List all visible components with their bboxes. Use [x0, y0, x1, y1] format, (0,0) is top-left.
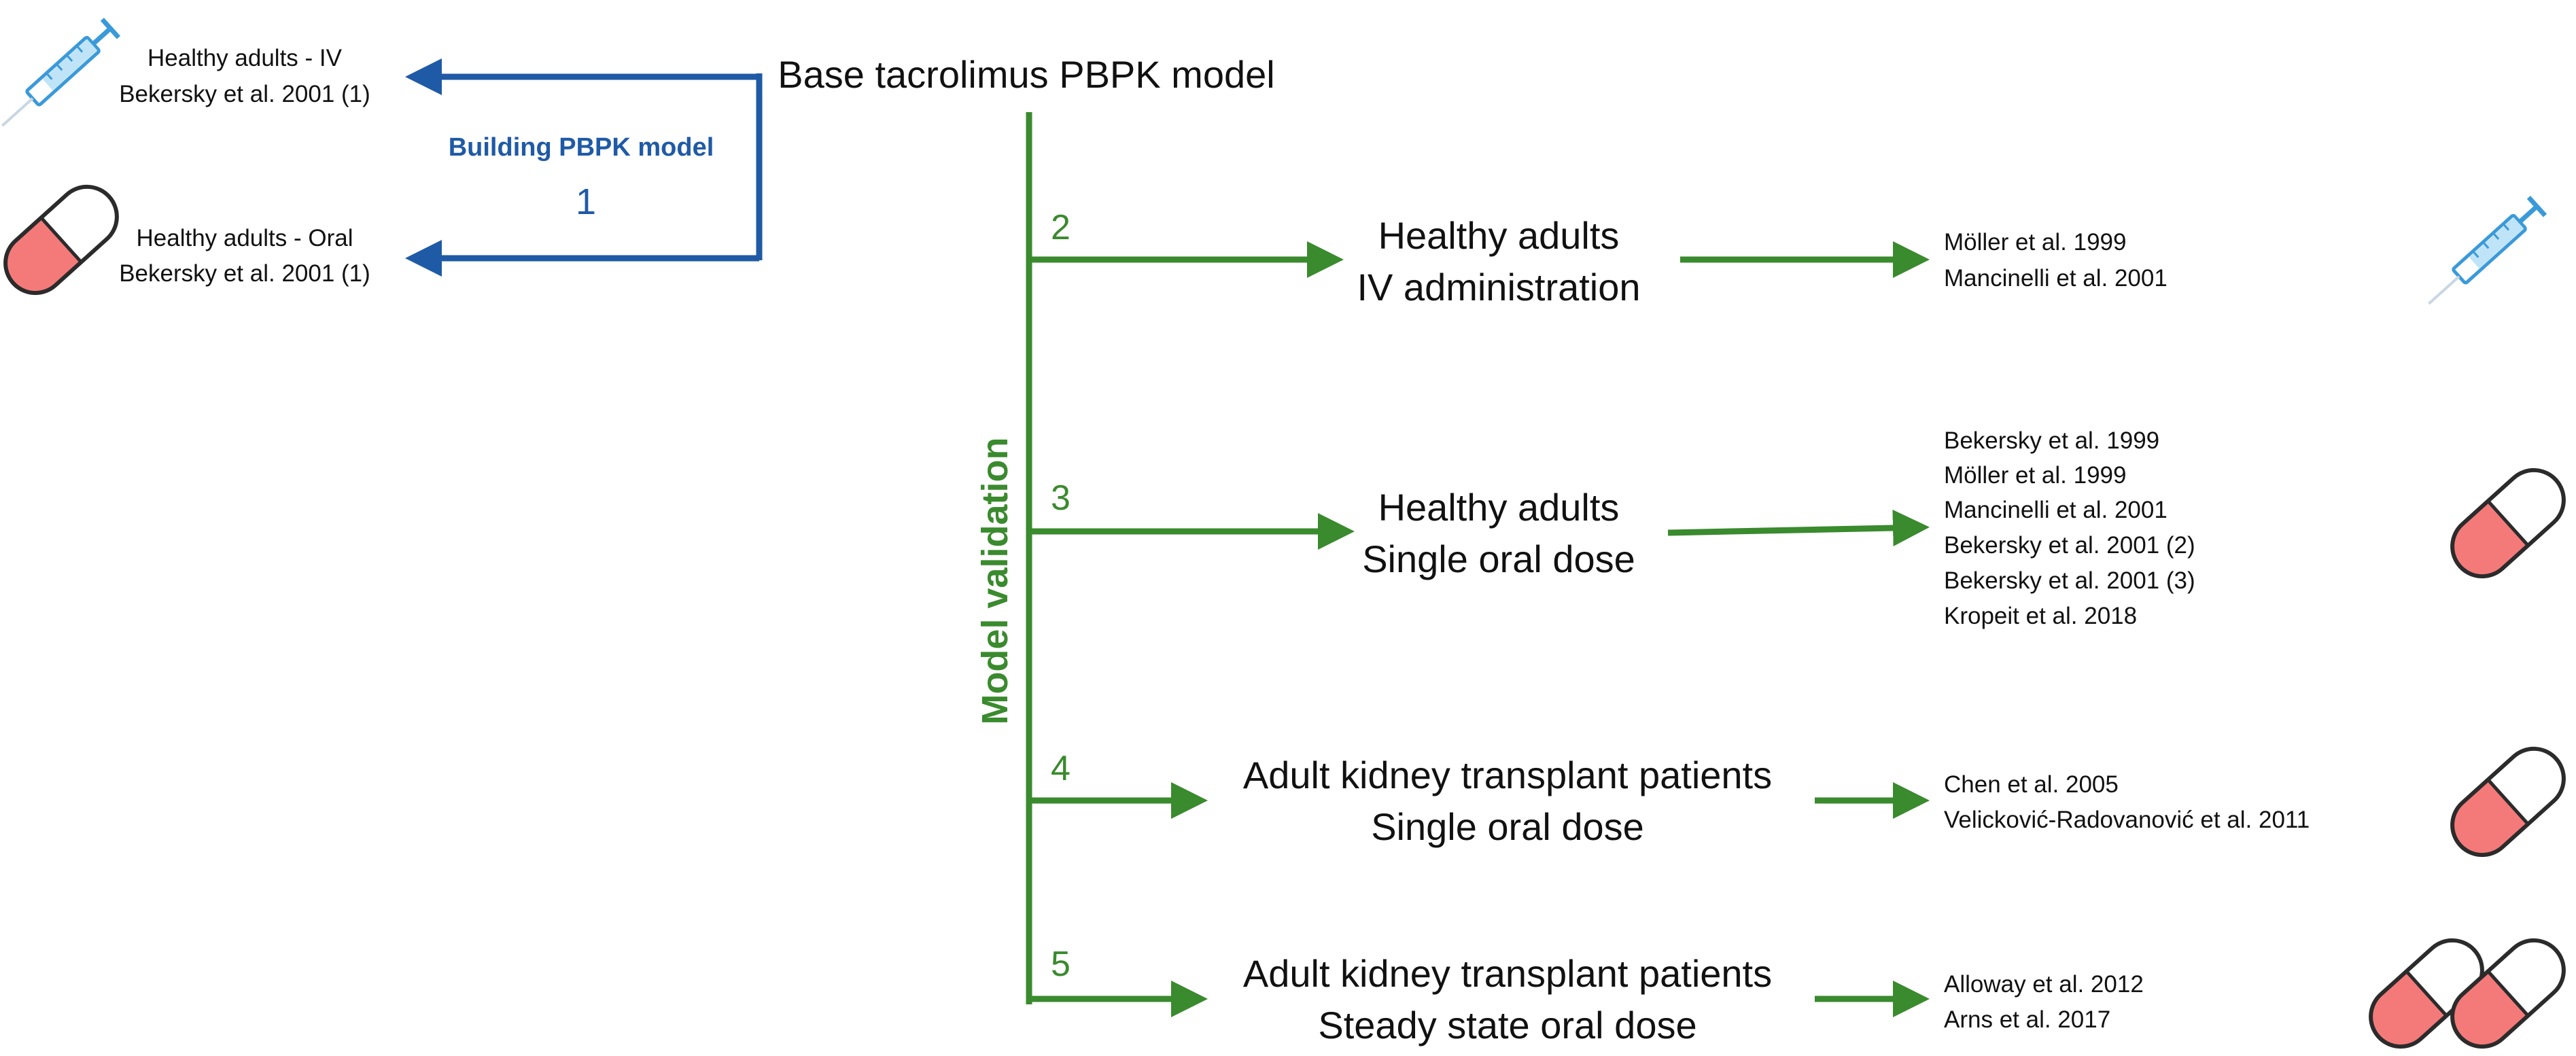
pill-icon: [2440, 458, 2576, 589]
reference-item: Möller et al. 1999: [1944, 229, 2126, 256]
building-iv-line2: Bekersky et al. 2001 (1): [119, 81, 370, 107]
step-title-line1: Adult kidney transplant patients: [1243, 952, 1772, 995]
building-number: 1: [576, 181, 596, 222]
building-iv-line1: Healthy adults - IV: [147, 45, 343, 71]
step-title-line1: Healthy adults: [1378, 214, 1620, 257]
reference-item: Arns et al. 2017: [1944, 1006, 2110, 1033]
step-number: 5: [1051, 945, 1071, 984]
reference-item: Velicković-Radovanović et al. 2011: [1944, 807, 2310, 833]
validation-step-4: 4 Adult kidney transplant patients Singl…: [1029, 737, 2576, 868]
validation-step-2: 2 Healthy adults IV administration Mölle…: [1029, 197, 2545, 313]
reference-item: Mancinelli et al. 2001: [1944, 265, 2168, 292]
step-title-line2: IV administration: [1357, 266, 1640, 309]
step-title-line1: Adult kidney transplant patients: [1243, 754, 1772, 796]
validation-section: Model validation 2 Healthy adults IV adm…: [975, 112, 2576, 1056]
building-oral-line2: Bekersky et al. 2001 (1): [119, 260, 370, 287]
validation-step-5: 5 Adult kidney transplant patients Stead…: [1029, 928, 2576, 1056]
validation-step-3: 3 Healthy adults Single oral dose Bekers…: [1029, 427, 2576, 629]
reference-item: Bekersky et al. 1999: [1944, 427, 2159, 454]
validation-label: Model validation: [975, 437, 1015, 724]
reference-item: Möller et al. 1999: [1944, 462, 2126, 489]
pill-icon: [2440, 737, 2576, 868]
reference-item: Chen et al. 2005: [1944, 771, 2119, 798]
step-title-line2: Steady state oral dose: [1318, 1004, 1696, 1046]
reference-item: Kropeit et al. 2018: [1944, 603, 2137, 629]
reference-item: Alloway et al. 2012: [1944, 971, 2144, 998]
step-number: 4: [1051, 749, 1071, 788]
pill-icon: [0, 175, 129, 306]
building-section: Building PBPK model 1 Healthy adults - I…: [0, 19, 763, 306]
step-number: 3: [1051, 478, 1071, 518]
reference-item: Bekersky et al. 2001 (3): [1944, 567, 2195, 594]
step-title-line1: Healthy adults: [1378, 486, 1620, 529]
building-label: Building PBPK model: [449, 133, 714, 162]
step-number: 2: [1051, 208, 1071, 247]
diagram-title: Base tacrolimus PBPK model: [778, 53, 1274, 96]
step-arrow-out: [1667, 509, 1930, 546]
step-title-line2: Single oral dose: [1362, 538, 1635, 580]
syringe-icon: [0, 19, 118, 135]
reference-item: Mancinelli et al. 2001: [1944, 497, 2168, 523]
building-oral-line1: Healthy adults - Oral: [136, 225, 353, 251]
step-title-line2: Single oral dose: [1371, 805, 1644, 848]
syringe-icon: [2420, 197, 2545, 313]
reference-item: Bekersky et al. 2001 (2): [1944, 532, 2195, 559]
